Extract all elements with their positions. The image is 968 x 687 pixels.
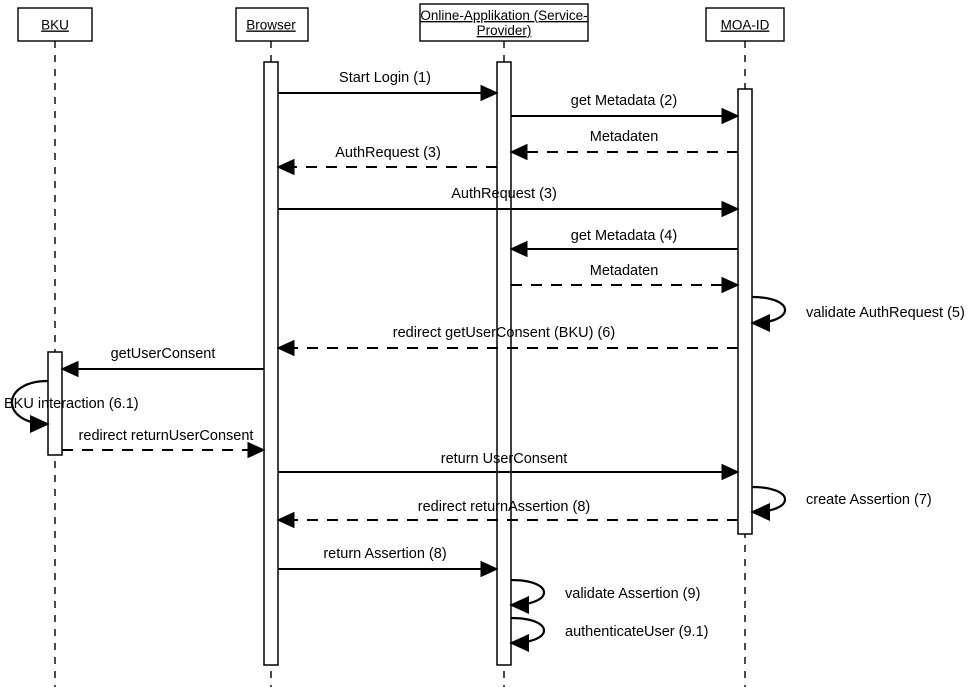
self-message-label-3: create Assertion (7) — [806, 492, 932, 508]
message-label-12: redirect returnAssertion (8) — [418, 499, 590, 515]
self-message-label-4: validate Assertion (9) — [565, 586, 700, 602]
message-label-2: get Metadata (2) — [571, 93, 677, 109]
self-message-loop-2 — [10, 379, 50, 434]
message-label-5: AuthRequest (3) — [451, 186, 557, 202]
self-message-loop-1 — [750, 295, 786, 333]
participant-label-browser: Browser — [246, 18, 296, 33]
message-label-3: Metadaten — [590, 129, 659, 145]
activation-bar-online_applikation — [496, 61, 512, 666]
participant-heads-layer: BKU Browser Online-Applikation (Service-Pr… — [17, 3, 785, 42]
self-messages-layer: validate AuthRequest (5) BKU interaction … — [4, 295, 965, 653]
self-message-loop-5 — [509, 616, 545, 653]
message-label-6: get Metadata (4) — [571, 228, 677, 244]
message-label-13: return Assertion (8) — [323, 546, 446, 562]
self-message-label-1: validate AuthRequest (5) — [806, 305, 965, 321]
messages-layer: Start Login (1) get Metadata (2) Metadaten… — [60, 70, 740, 578]
message-label-9: getUserConsent — [111, 346, 216, 362]
message-label-8: redirect getUserConsent (BKU) (6) — [393, 325, 615, 341]
participant-head-bku[interactable] — [17, 7, 93, 42]
self-message-label-5: authenticateUser (9.1) — [565, 624, 708, 640]
message-label-1: Start Login (1) — [339, 70, 431, 86]
self-message-label-2: BKU interaction (6.1) — [4, 396, 139, 412]
message-label-7: Metadaten — [590, 263, 659, 279]
participant-head-browser[interactable] — [235, 7, 309, 42]
participant-label-online_applikation-line2: Provider) — [477, 23, 532, 38]
participant-head-moa_id[interactable] — [705, 7, 785, 42]
message-label-4: AuthRequest (3) — [335, 145, 441, 161]
self-message-loop-3 — [750, 485, 786, 522]
activation-bar-browser — [263, 61, 279, 666]
participant-label-moa_id: MOA-ID — [721, 18, 770, 33]
participant-label-bku: BKU — [41, 18, 69, 33]
message-label-11: return UserConsent — [441, 451, 568, 467]
message-label-10: redirect returnUserConsent — [79, 428, 254, 444]
activation-bar-moa_id — [737, 88, 753, 535]
participant-head-online_applikation[interactable] — [419, 3, 589, 42]
self-message-loop-4 — [509, 578, 545, 615]
activation-bars-layer — [47, 61, 753, 666]
activation-bar-bku — [47, 351, 63, 456]
participant-label-online_applikation: Online-Applikation (Service- — [420, 8, 587, 23]
